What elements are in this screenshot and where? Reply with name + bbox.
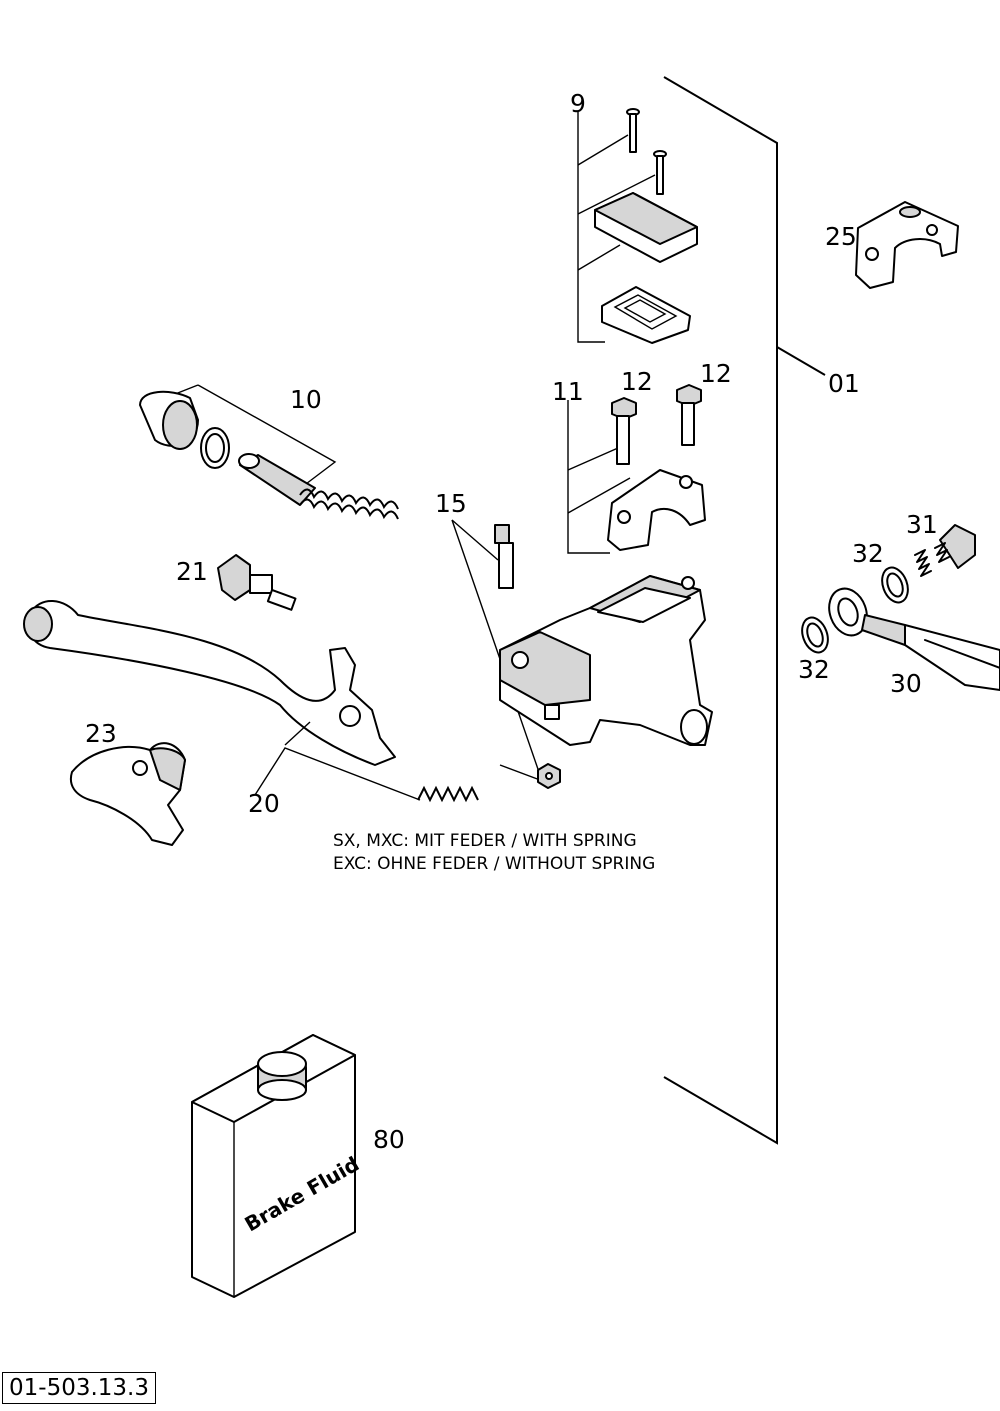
label-part-25: 25 — [825, 222, 857, 251]
clamp-25 — [855, 201, 959, 289]
assembly-bracket-01 — [663, 76, 826, 1145]
brake-line-30 — [801, 524, 1000, 691]
label-part-15: 15 — [435, 489, 467, 518]
label-part-21: 21 — [176, 557, 208, 586]
label-part-01: 01 — [828, 369, 860, 398]
handlebar-clamp-11 — [567, 384, 706, 554]
master-cylinder-body — [499, 575, 713, 746]
label-part-23: 23 — [85, 719, 117, 748]
reservoir-cover-set-9 — [577, 108, 698, 344]
adjuster-screw-21 — [217, 554, 297, 611]
lever-guard-23 — [70, 742, 186, 846]
note-without-spring: EXC: OHNE FEDER / WITHOUT SPRING — [333, 854, 655, 874]
label-part-12b: 12 — [700, 359, 732, 388]
label-part-9: 9 — [570, 89, 586, 118]
label-part-30: 30 — [890, 669, 922, 698]
label-part-20: 20 — [248, 789, 280, 818]
label-part-31: 31 — [906, 510, 938, 539]
label-part-11: 11 — [552, 377, 584, 406]
label-part-80: 80 — [373, 1125, 405, 1154]
pivot-bolt-15 — [451, 519, 561, 789]
brake-lever-20 — [23, 600, 479, 803]
banjo-bolt-31 — [914, 524, 976, 577]
brake-fluid-bottle-80: Brake Fluid — [191, 1034, 363, 1298]
label-part-10: 10 — [290, 385, 322, 414]
label-part-32a: 32 — [852, 539, 884, 568]
piston-kit-10 — [139, 384, 399, 520]
document-id: 01-503.13.3 — [2, 1372, 156, 1404]
note-with-spring: SX, MXC: MIT FEDER / WITH SPRING — [333, 831, 637, 851]
label-part-12a: 12 — [621, 367, 653, 396]
label-part-32b: 32 — [798, 655, 830, 684]
